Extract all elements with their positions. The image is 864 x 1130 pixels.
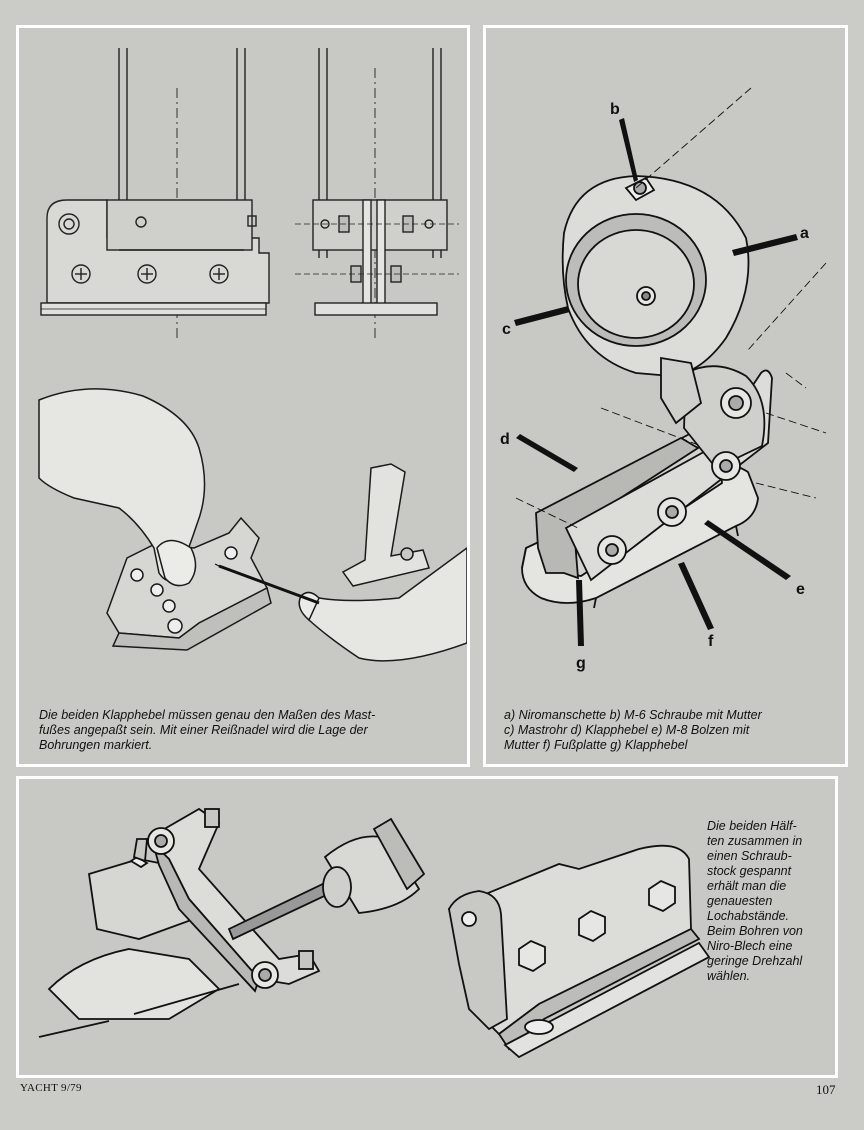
technical-drawing-mast-foot	[38, 48, 467, 662]
panel-left: Die beiden Klapphebel müssen genau den M…	[16, 25, 470, 767]
drilling-illustration	[38, 807, 711, 1059]
caption-line: genauesten	[707, 894, 773, 908]
label-g: g	[576, 655, 586, 672]
label-f: f	[708, 633, 714, 650]
caption-line: Lochabstände.	[707, 909, 790, 923]
exploded-assembly-drawing: b a c d e f g	[500, 87, 827, 672]
caption-line: einen Schraub-	[707, 849, 792, 863]
caption-line: Die beiden Hälf-	[707, 819, 797, 833]
label-d: d	[500, 431, 510, 448]
caption-line: Beim Bohren von	[707, 924, 803, 938]
caption-line: c) Mastrohr d) Klapphebel e) M-8 Bolzen …	[504, 723, 750, 737]
page-number: 107	[816, 1082, 836, 1097]
caption-line: fußes angepaßt sein. Mit einer Reißnadel…	[39, 723, 368, 737]
label-e: e	[796, 581, 805, 598]
caption-line: Bohrungen markiert.	[39, 738, 153, 752]
label-b: b	[610, 101, 620, 118]
panel-right: b a c d e f g a) Niromanschette b) M-6 S…	[483, 25, 848, 767]
caption-line: a) Niromanschette b) M-6 Schraube mit Mu…	[504, 708, 762, 722]
caption-line: ten zusammen in	[707, 834, 803, 848]
label-a: a	[800, 225, 809, 242]
label-c: c	[502, 321, 511, 338]
caption-line: Niro-Blech eine	[707, 939, 793, 953]
caption-line: erhält man die	[707, 879, 787, 893]
caption-line: Die beiden Klapphebel müssen genau den M…	[39, 708, 376, 722]
caption-line: stock gespannt	[707, 864, 792, 878]
caption-right: a) Niromanschette b) M-6 Schraube mit Mu…	[504, 708, 844, 753]
magazine-issue: YACHT 9/79	[20, 1082, 82, 1094]
caption-left: Die beiden Klapphebel müssen genau den M…	[39, 708, 449, 753]
panel-bottom: Die beiden Hälf- ten zusammen in einen S…	[16, 776, 838, 1078]
caption-line: geringe Drehzahl	[707, 954, 803, 968]
caption-line: Mutter f) Fußplatte g) Klapphebel	[504, 738, 688, 752]
caption-bottom: Die beiden Hälf- ten zusammen in einen S…	[707, 819, 835, 984]
caption-line: wählen.	[707, 969, 751, 983]
